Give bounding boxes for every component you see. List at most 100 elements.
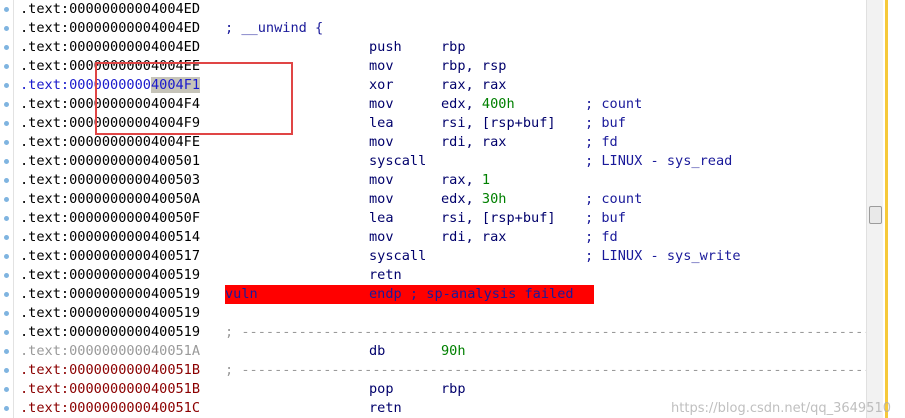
instruction-operands[interactable]: rsi, [rsp+buf] <box>441 210 556 226</box>
error-highlight-bar: vuln endp ; sp-analysis failed <box>225 285 594 304</box>
instruction-operands[interactable]: rbp, rsp <box>441 58 507 74</box>
instruction-operands[interactable]: 90h <box>441 342 466 361</box>
breakpoint-dot-icon[interactable] <box>4 64 9 69</box>
instruction-operands[interactable]: rax, 1 <box>441 171 490 190</box>
vertical-scrollbar[interactable] <box>866 0 883 418</box>
breakpoint-dot-icon[interactable] <box>4 292 9 297</box>
line-address: .text:000000000040051B <box>20 362 201 378</box>
instruction-mnemonic[interactable]: syscall <box>369 153 427 169</box>
breakpoint-dot-icon[interactable] <box>4 83 9 88</box>
instruction-operands[interactable]: rsi, [rsp+buf] <box>441 115 556 131</box>
breakpoint-dot-icon[interactable] <box>4 330 9 335</box>
separator-comment: ; --------------------------------------… <box>225 362 867 378</box>
selected-address-text[interactable]: 4004F1 <box>150 77 201 93</box>
instruction-mnemonic[interactable]: xor <box>369 77 394 93</box>
breakpoint-dot-icon[interactable] <box>4 216 9 221</box>
breakpoint-dot-icon[interactable] <box>4 273 9 278</box>
instruction-operands[interactable]: rdi, rax <box>441 134 507 150</box>
breakpoint-dot-icon[interactable] <box>4 254 9 259</box>
instruction-mnemonic[interactable]: mov <box>369 134 394 150</box>
function-name[interactable]: vuln <box>225 286 258 302</box>
breakpoint-dot-icon[interactable] <box>4 102 9 107</box>
scrollbar-thumb[interactable] <box>869 206 882 224</box>
immediate-value[interactable]: 1 <box>481 172 491 188</box>
instruction-mnemonic[interactable]: mov <box>369 58 394 74</box>
listing-line[interactable]: .text:00000000004004F1 xor rax, rax <box>20 76 867 95</box>
immediate-value[interactable]: 90h <box>441 343 466 359</box>
instruction-mnemonic[interactable]: mov <box>369 229 394 245</box>
breakpoint-dot-icon[interactable] <box>4 368 9 373</box>
breakpoint-dot-icon[interactable] <box>4 178 9 183</box>
line-address: .text:0000000000400519 <box>20 324 201 340</box>
line-address: .text:00000000004004ED <box>20 20 201 36</box>
auto-comment: ; count <box>585 191 643 207</box>
instruction-operands[interactable]: edx, 400h <box>441 95 515 114</box>
operand-register: edx, <box>441 191 482 207</box>
breakpoint-dot-icon[interactable] <box>4 311 9 316</box>
instruction-mnemonic[interactable]: mov <box>369 96 394 112</box>
immediate-value[interactable]: 400h <box>481 96 515 112</box>
breakpoint-dot-icon[interactable] <box>4 121 9 126</box>
line-address: .text:00000000004004F9 <box>20 115 201 131</box>
immediate-value[interactable]: 30h <box>481 191 507 207</box>
line-address: .text:0000000000400501 <box>20 153 201 169</box>
breakpoint-dot-icon[interactable] <box>4 7 9 12</box>
instruction-mnemonic[interactable]: push <box>369 39 402 55</box>
listing-line[interactable]: .text:000000000040051B ; ----------------… <box>20 361 867 380</box>
instruction-operands[interactable]: rax, rax <box>441 77 507 93</box>
instruction-mnemonic[interactable]: lea <box>369 210 394 226</box>
listing-line[interactable]: .text:0000000000400501 syscall ; LINUX - s… <box>20 152 867 171</box>
instruction-mnemonic[interactable]: db <box>369 343 386 359</box>
listing-line[interactable]: .text:000000000040051A db 90h <box>20 342 867 361</box>
instruction-operands[interactable]: rbp <box>441 39 466 55</box>
listing-line[interactable]: .text:00000000004004ED; __unwind { <box>20 19 867 38</box>
listing-line[interactable]: .text:0000000000400519 retn <box>20 266 867 285</box>
line-address: .text:000000000040050A <box>20 191 201 207</box>
breakpoint-dot-icon[interactable] <box>4 45 9 50</box>
breakpoint-gutter[interactable] <box>0 0 14 418</box>
breakpoint-dot-icon[interactable] <box>4 406 9 411</box>
instruction-mnemonic[interactable]: pop <box>369 381 394 397</box>
instruction-mnemonic[interactable]: mov <box>369 191 394 207</box>
breakpoint-dot-icon[interactable] <box>4 387 9 392</box>
line-address: .text:0000000000400519 <box>20 267 201 283</box>
instruction-mnemonic[interactable]: retn <box>369 267 402 283</box>
line-address: .text:00000000004004F1 <box>20 76 201 95</box>
endp-comment: endp ; sp-analysis failed <box>369 286 574 302</box>
auto-comment: ; fd <box>585 134 618 150</box>
breakpoint-dot-icon[interactable] <box>4 140 9 145</box>
instruction-mnemonic[interactable]: retn <box>369 400 402 416</box>
instruction-operands[interactable]: rdi, rax <box>441 229 507 245</box>
operand-register: edx, <box>441 96 482 112</box>
breakpoint-dot-icon[interactable] <box>4 197 9 202</box>
line-address: .text:000000000040051A <box>20 343 201 359</box>
instruction-mnemonic[interactable]: syscall <box>369 248 427 264</box>
breakpoint-dot-icon[interactable] <box>4 235 9 240</box>
listing-line[interactable]: .text:00000000004004ED <box>20 0 867 19</box>
listing-line[interactable]: .text:0000000000400519 <box>20 304 867 323</box>
listing-line[interactable]: .text:0000000000400519; ----------------… <box>20 323 867 342</box>
breakpoint-dot-icon[interactable] <box>4 26 9 31</box>
auto-comment: ; LINUX - sys_write <box>585 248 741 264</box>
listing-line[interactable]: .text:000000000040050A mov edx, 30h ; count <box>20 190 867 209</box>
instruction-mnemonic[interactable]: lea <box>369 115 394 131</box>
instruction-operands[interactable]: rbp <box>441 381 466 397</box>
breakpoint-dot-icon[interactable] <box>4 159 9 164</box>
window-edge-strip <box>885 0 888 418</box>
line-address: .text:00000000004004ED <box>20 1 201 17</box>
instruction-operands[interactable]: edx, 30h <box>441 190 506 209</box>
instruction-mnemonic[interactable]: mov <box>369 172 394 188</box>
breakpoint-dot-icon[interactable] <box>4 349 9 354</box>
auto-comment: ; LINUX - sys_read <box>585 153 733 169</box>
